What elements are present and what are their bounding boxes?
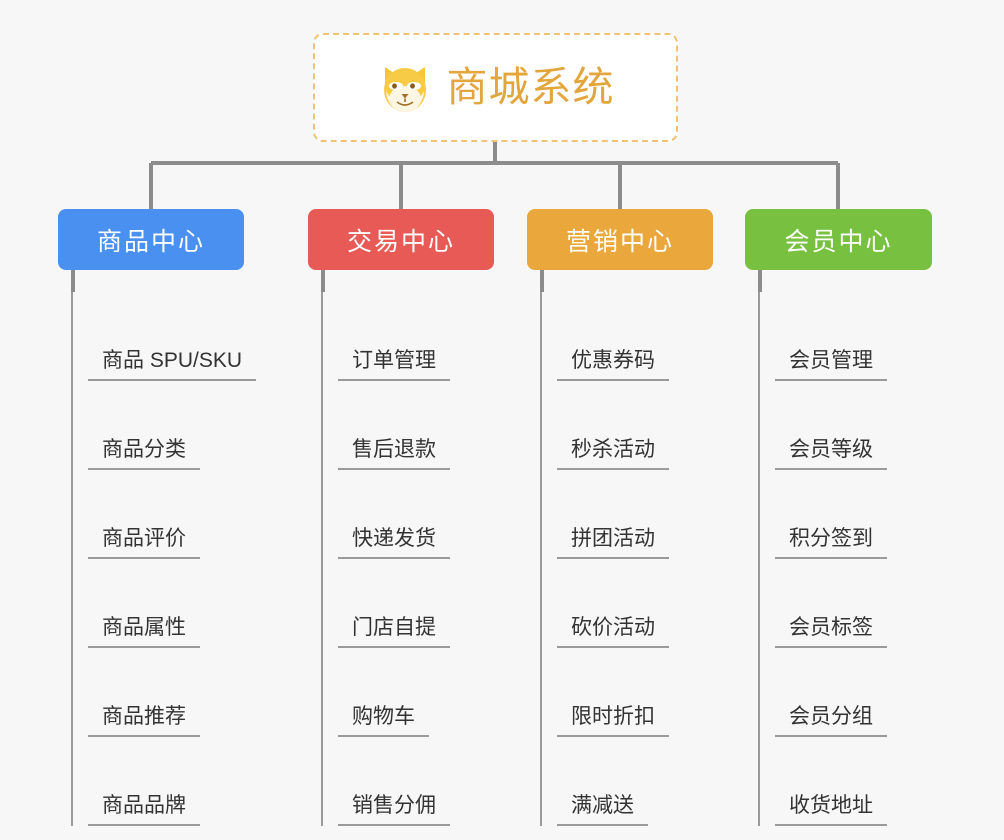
- item-list-1: 订单管理 售后退款 快递发货 门店自提 购物车 销售分佣: [321, 292, 494, 826]
- item-label: 收货地址: [775, 794, 887, 826]
- category-column-会员中心: 会员中心 会员管理 会员等级 积分签到 会员标签 会员分组 收货地址: [745, 209, 932, 826]
- category-column-交易中心: 交易中心 订单管理 售后退款 快递发货 门店自提 购物车 销售分佣: [308, 209, 494, 826]
- item-label: 门店自提: [338, 616, 450, 648]
- list-item[interactable]: 售后退款: [338, 381, 494, 470]
- list-item[interactable]: 会员分组: [775, 648, 932, 737]
- item-label: 购物车: [338, 705, 429, 737]
- item-label: 商品分类: [88, 438, 200, 470]
- item-label: 优惠券码: [557, 349, 669, 381]
- root-node: 商城系统: [313, 33, 678, 142]
- item-label: 商品品牌: [88, 794, 200, 826]
- item-label: 会员等级: [775, 438, 887, 470]
- list-item[interactable]: 满减送: [557, 737, 713, 826]
- category-header-label-0: 商品中心: [96, 227, 205, 256]
- category-column-商品中心: 商品中心 商品 SPU/SKU 商品分类 商品评价 商品属性 商品推荐 商品品牌: [58, 209, 257, 826]
- category-header-label-3: 会员中心: [784, 227, 893, 256]
- list-item[interactable]: 会员标签: [775, 559, 932, 648]
- item-label: 商品 SPU/SKU: [88, 349, 257, 381]
- list-item[interactable]: 门店自提: [338, 559, 494, 648]
- category-header-1[interactable]: 交易中心: [308, 209, 494, 270]
- list-item[interactable]: 快递发货: [338, 470, 494, 559]
- item-label: 售后退款: [338, 438, 450, 470]
- category-header-label-2: 营销中心: [565, 227, 674, 256]
- list-item[interactable]: 商品属性: [88, 559, 244, 648]
- item-label: 快递发货: [338, 527, 450, 559]
- list-item[interactable]: 商品分类: [88, 381, 244, 470]
- item-label: 砍价活动: [557, 616, 669, 648]
- list-item[interactable]: 限时折扣: [557, 648, 713, 737]
- item-list-2: 优惠券码 秒杀活动 拼团活动 砍价活动 限时折扣 满减送: [540, 292, 713, 826]
- list-item[interactable]: 收货地址: [775, 737, 932, 826]
- item-label: 会员管理: [775, 349, 887, 381]
- category-header-0[interactable]: 商品中心: [58, 209, 244, 270]
- item-label: 限时折扣: [557, 705, 669, 737]
- list-item[interactable]: 购物车: [338, 648, 494, 737]
- list-item[interactable]: 秒杀活动: [557, 381, 713, 470]
- item-label: 商品属性: [88, 616, 200, 648]
- item-label: 会员标签: [775, 616, 887, 648]
- item-label: 秒杀活动: [557, 438, 669, 470]
- list-item[interactable]: 砍价活动: [557, 559, 713, 648]
- list-item[interactable]: 商品评价: [88, 470, 244, 559]
- item-label: 会员分组: [775, 705, 887, 737]
- list-item[interactable]: 会员管理: [775, 292, 932, 381]
- list-item[interactable]: 商品品牌: [88, 737, 244, 826]
- category-header-3[interactable]: 会员中心: [745, 209, 932, 270]
- item-label: 销售分佣: [338, 794, 450, 826]
- item-label: 拼团活动: [557, 527, 669, 559]
- list-item[interactable]: 积分签到: [775, 470, 932, 559]
- item-label: 商品推荐: [88, 705, 200, 737]
- category-column-营销中心: 营销中心 优惠券码 秒杀活动 拼团活动 砍价活动 限时折扣 满减送: [527, 209, 713, 826]
- list-item[interactable]: 商品推荐: [88, 648, 244, 737]
- list-item[interactable]: 商品 SPU/SKU: [88, 292, 257, 381]
- item-label: 订单管理: [338, 349, 450, 381]
- category-header-2[interactable]: 营销中心: [527, 209, 713, 270]
- item-label: 积分签到: [775, 527, 887, 559]
- category-header-label-1: 交易中心: [346, 227, 455, 256]
- list-item[interactable]: 拼团活动: [557, 470, 713, 559]
- root-title: 商城系统: [446, 64, 615, 110]
- list-item[interactable]: 优惠券码: [557, 292, 713, 381]
- shiba-dog-icon: [383, 66, 426, 112]
- list-item[interactable]: 会员等级: [775, 381, 932, 470]
- item-list-3: 会员管理 会员等级 积分签到 会员标签 会员分组 收货地址: [758, 292, 932, 826]
- item-list-0: 商品 SPU/SKU 商品分类 商品评价 商品属性 商品推荐 商品品牌: [71, 292, 257, 826]
- item-label: 满减送: [557, 794, 648, 826]
- item-label: 商品评价: [88, 527, 200, 559]
- list-item[interactable]: 订单管理: [338, 292, 494, 381]
- list-item[interactable]: 销售分佣: [338, 737, 494, 826]
